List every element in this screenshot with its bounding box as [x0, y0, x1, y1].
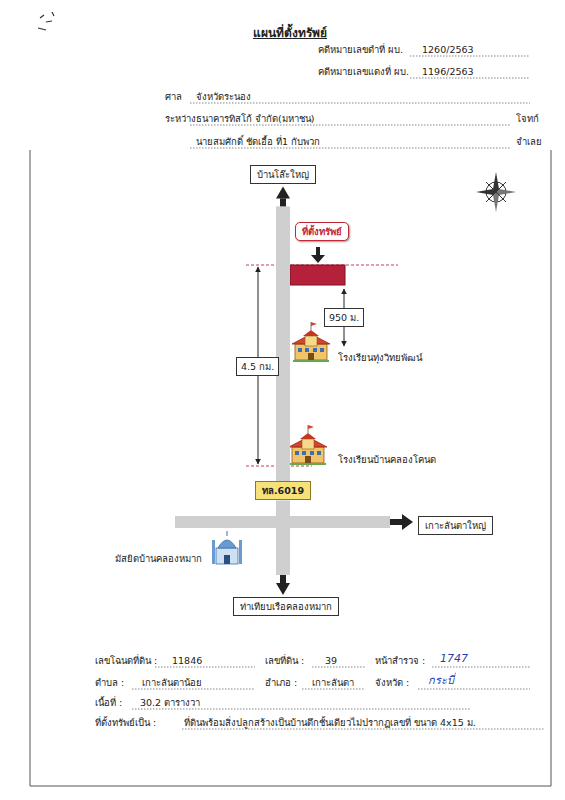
- field-text: มัสยิดบ้านคลองหมาก: [115, 553, 202, 564]
- road-arrow: [390, 514, 413, 530]
- field-text: 11846: [172, 655, 202, 666]
- field-text: 1260/2563: [422, 44, 474, 55]
- box-text: ทล.6019: [262, 485, 304, 496]
- box-text: ที่ตั้งทรัพย์: [302, 226, 342, 237]
- field-text: จังหวัดระนอง: [196, 91, 251, 102]
- field-text: คดีหมายเลขแดงที่ ผบ.: [318, 66, 409, 77]
- field-text: จำเลย: [516, 136, 542, 147]
- box-text: เกาะลันตาใหญ่: [425, 520, 486, 531]
- field-text: เกาะลันตาน้อย: [142, 677, 202, 688]
- box-text: บ้านโล๊ะใหญ่: [257, 169, 309, 180]
- field-text: ธนาคารทิสโก้ จำกัด(มหาชน): [196, 113, 314, 124]
- box-text: 4.5 กม.: [241, 361, 274, 372]
- map-title: แผนที่ตั้งทรัพย์: [253, 26, 327, 40]
- map-box: ที่ตั้งทรัพย์: [295, 222, 349, 241]
- school-icon: [292, 322, 330, 362]
- box-text: 950 ม.: [329, 312, 359, 323]
- field-text: อำเภอ :: [265, 677, 297, 688]
- property-parcel: [290, 265, 345, 285]
- field-text: หน้าสำรวจ :: [375, 655, 425, 666]
- pointer-arrow: [311, 255, 325, 263]
- field-text: นายสมศักดิ์ ชัดเอื้อ ที่1 กับพวก: [196, 136, 320, 147]
- pointer-arrow: [316, 247, 320, 256]
- map-box: 4.5 กม.: [236, 357, 279, 376]
- compass-rose: [476, 172, 516, 212]
- field-text: 1747: [440, 652, 468, 665]
- field-text: ตำบล :: [95, 677, 124, 688]
- mosque-icon: [212, 531, 242, 564]
- road-connector: [276, 500, 290, 595]
- field-text: โรงเรียนบ้านคลองโคนด: [338, 454, 436, 465]
- field-text: ระหว่าง: [165, 113, 196, 124]
- scribble-mark: [38, 12, 54, 30]
- map-box: บ้านโล๊ะใหญ่: [250, 165, 316, 184]
- map-box: ทล.6019: [255, 481, 311, 500]
- field-text: คดีหมายเลขดำที่ ผบ.: [318, 44, 403, 55]
- field-text: 1196/2563: [422, 66, 474, 77]
- road-connector: [276, 186, 290, 481]
- map-box: เกาะลันตาใหญ่: [418, 516, 493, 535]
- box-text: ท่าเทียบเรือคลองหมาก: [240, 601, 332, 612]
- field-text: โจทก์: [516, 113, 539, 124]
- field-text: 39: [325, 655, 337, 666]
- field-text: 30.2 ตารางวา: [140, 697, 200, 708]
- field-underline: [132, 56, 545, 729]
- field-text: ที่ดินพร้อมสิ่งปลูกสร้างเป็นบ้านตึกชั้นเ…: [184, 717, 546, 728]
- field-text: ศาล: [165, 91, 182, 102]
- school-icon: [289, 425, 327, 465]
- field-text: กระบี่: [428, 674, 454, 687]
- field-text: จังหวัด :: [375, 677, 409, 688]
- field-text: เนื้อที่ :: [95, 697, 122, 708]
- map-box: 950 ม.: [324, 308, 364, 327]
- map-box: ท่าเทียบเรือคลองหมาก: [233, 597, 339, 616]
- field-text: ที่ตั้งทรัพย์เป็น :: [95, 717, 156, 728]
- field-text: เลขโฉนดที่ดิน :: [95, 655, 157, 666]
- field-text: เกาะลันตา: [312, 677, 354, 688]
- page-frame: [30, 150, 551, 786]
- field-text: โรงเรียนทุ่งวิทยพัฒน์: [338, 352, 422, 363]
- field-text: เลขที่ดิน :: [265, 655, 304, 666]
